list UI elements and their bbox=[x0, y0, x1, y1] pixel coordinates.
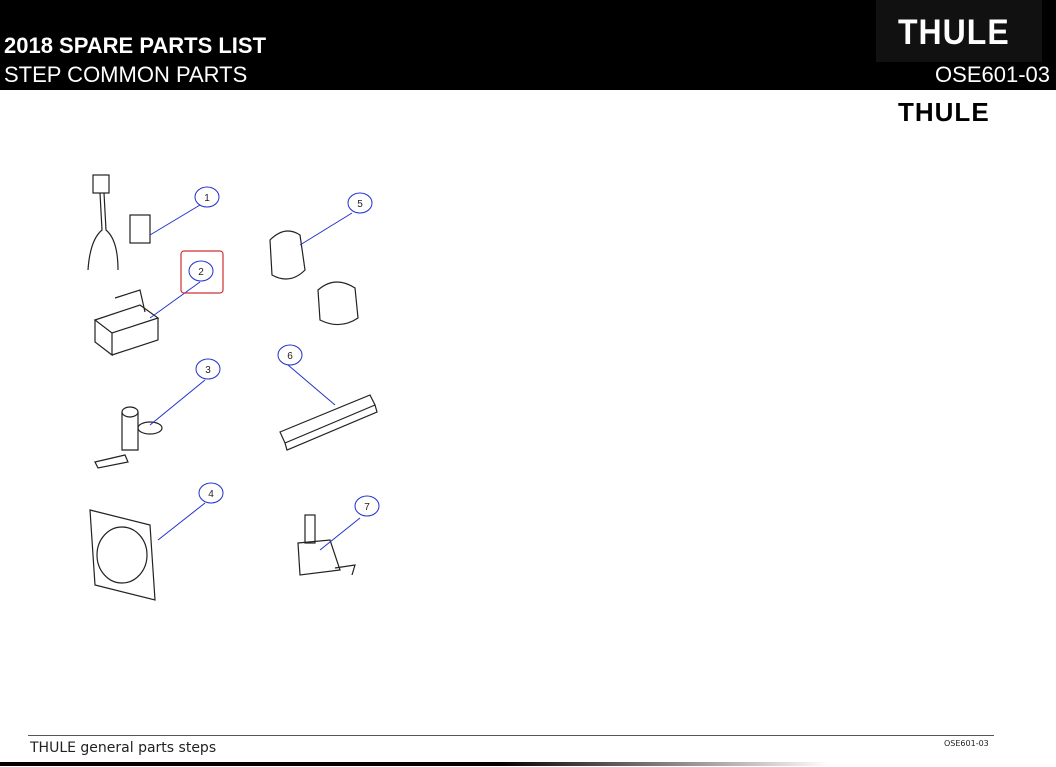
part-5-end-caps bbox=[269, 230, 359, 326]
part-4-button-cover bbox=[89, 509, 156, 601]
page-subtitle: STEP COMMON PARTS bbox=[4, 62, 248, 87]
thule-logo-secondary: THULE bbox=[898, 97, 990, 127]
callout-4: 4 bbox=[208, 489, 214, 500]
part-6-rail bbox=[279, 394, 378, 451]
callout-5: 5 bbox=[357, 199, 363, 210]
callout-3: 3 bbox=[205, 365, 211, 376]
footer-code: OSE601-03 bbox=[944, 739, 989, 748]
part-7-microswitch bbox=[297, 514, 356, 576]
part-1-magnetic-switch bbox=[87, 174, 151, 271]
callout-2: 2 bbox=[198, 267, 204, 278]
highlight-box bbox=[180, 250, 224, 294]
document-code: OSE601-03 bbox=[935, 62, 1050, 87]
part-2-rocker-switch bbox=[93, 289, 160, 357]
bottom-bar bbox=[0, 762, 830, 766]
callout-1: 1 bbox=[204, 193, 210, 204]
footer-divider bbox=[28, 735, 994, 736]
callout-6: 6 bbox=[287, 351, 293, 362]
page-title: 2018 SPARE PARTS LIST bbox=[4, 33, 267, 58]
thule-logo-header bbox=[876, 0, 1042, 62]
callout-7: 7 bbox=[364, 502, 370, 513]
part-3-lock bbox=[94, 406, 163, 469]
footer-text: THULE general parts steps bbox=[30, 740, 217, 756]
thule-logo-text: THULE bbox=[898, 12, 1010, 52]
parts-diagram: 1 2 3 4 5 6 7 bbox=[87, 174, 380, 601]
